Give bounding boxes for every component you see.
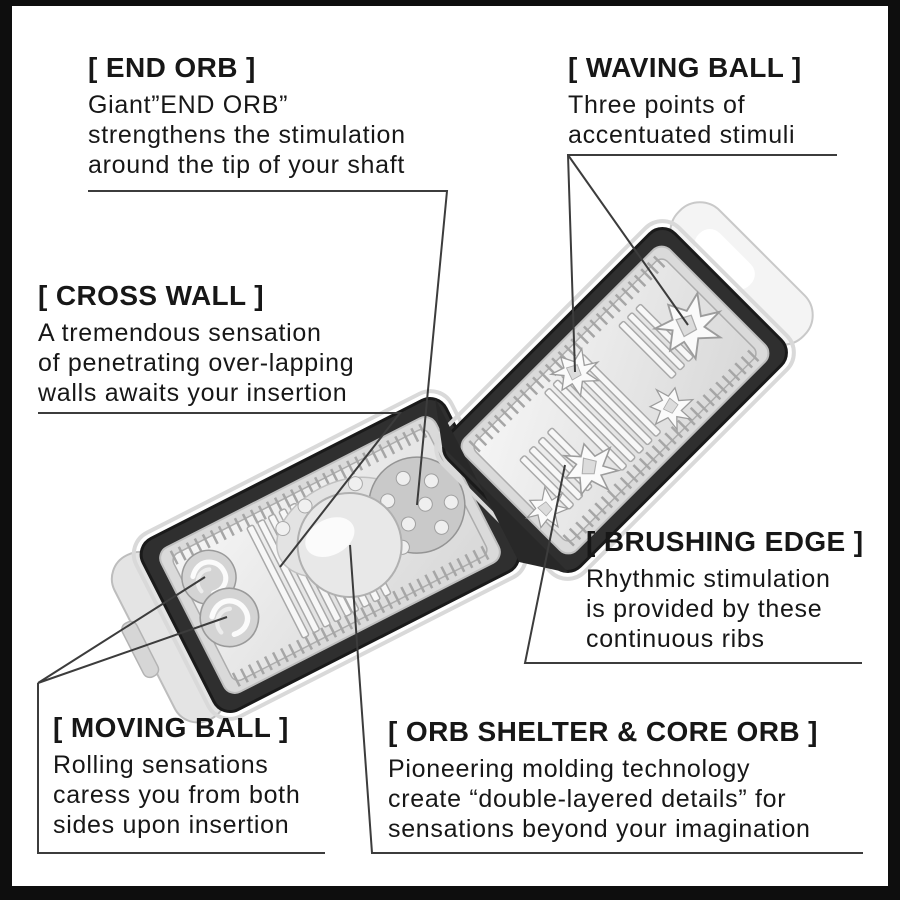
leader-brushing-edge bbox=[523, 464, 862, 664]
callout-brushing-edge: [ BRUSHING EDGE ] Rhythmic stimulation i… bbox=[586, 526, 863, 654]
product-illustration bbox=[110, 201, 814, 724]
callout-waving-ball: [ WAVING BALL ] Three points of accentua… bbox=[568, 52, 802, 150]
callout-brushing-edge-title: [ BRUSHING EDGE ] bbox=[586, 526, 864, 557]
page-border-bottom bbox=[0, 886, 900, 900]
leader-orb-shelter bbox=[349, 544, 863, 854]
end-orb-detail bbox=[368, 456, 466, 555]
callout-body-line: of penetrating over-lapping bbox=[38, 349, 355, 377]
callout-end-orb: [ END ORB ] Giant”END ORB” strengthens t… bbox=[88, 52, 406, 180]
callout-moving-ball-title: [ MOVING BALL ] bbox=[53, 712, 289, 743]
callout-end-orb-title: [ END ORB ] bbox=[88, 52, 256, 83]
callout-cross-wall: [ CROSS WALL ] A tremendous sensation of… bbox=[38, 280, 354, 408]
right-end-cap-highlight bbox=[694, 229, 755, 290]
callout-body-line: create “double-layered details” for bbox=[388, 785, 787, 813]
callout-body-line: sides upon insertion bbox=[53, 811, 290, 839]
callout-body-line: Rhythmic stimulation bbox=[586, 565, 831, 593]
leader-lines bbox=[37, 154, 863, 854]
leader-waving-ball-2 bbox=[567, 154, 689, 326]
callout-body-line: caress you from both bbox=[53, 781, 301, 809]
callout-body-line: accentuated stimuli bbox=[568, 121, 796, 149]
callout-body-line: Giant”END ORB” bbox=[88, 91, 289, 119]
leader-moving-ball-box bbox=[37, 683, 325, 854]
callout-body-line: Pioneering molding technology bbox=[388, 755, 751, 783]
callout-cross-wall-title: [ CROSS WALL ] bbox=[38, 280, 264, 311]
page-border-left bbox=[0, 0, 12, 900]
callout-body-line: is provided by these bbox=[586, 595, 823, 623]
shelter-bump bbox=[275, 521, 291, 537]
callout-body-line: sensations beyond your imagination bbox=[388, 815, 811, 843]
brushing-edge-ribs bbox=[562, 349, 760, 547]
callout-waving-ball-title: [ WAVING BALL ] bbox=[568, 52, 802, 83]
callout-body-line: strengthens the stimulation bbox=[88, 121, 406, 149]
callout-body-line: walls awaits your insertion bbox=[38, 379, 348, 407]
right-case-half bbox=[434, 201, 814, 581]
callout-body-line: Three points of bbox=[568, 91, 746, 119]
callout-body-line: continuous ribs bbox=[586, 625, 765, 653]
callout-body-line: around the tip of your shaft bbox=[88, 151, 406, 179]
leader-end-orb bbox=[88, 190, 449, 506]
leader-cross-wall bbox=[38, 412, 403, 568]
callout-orb-shelter-title: [ ORB SHELTER & CORE ORB ] bbox=[388, 716, 818, 747]
callout-body-line: A tremendous sensation bbox=[38, 319, 322, 347]
page-border-right bbox=[888, 0, 900, 900]
callout-moving-ball: [ MOVING BALL ] Rolling sensations cares… bbox=[53, 712, 300, 840]
core-orb-detail bbox=[296, 492, 403, 599]
shelter-bump bbox=[347, 476, 363, 492]
edge-ribs-top bbox=[169, 423, 428, 565]
page-border-top bbox=[0, 0, 900, 6]
callout-orb-shelter: [ ORB SHELTER & CORE ORB ] Pioneering mo… bbox=[388, 716, 818, 844]
callout-body-line: Rolling sensations bbox=[53, 751, 269, 779]
